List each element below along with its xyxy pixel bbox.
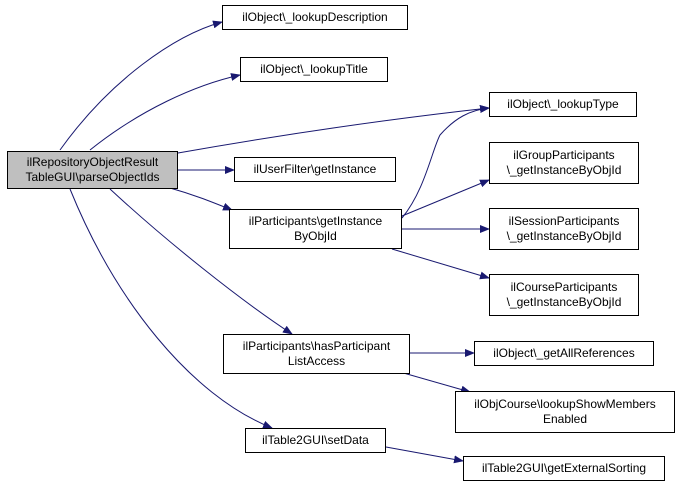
node-participantsGetInstance[interactable]: ilParticipants\getInstance ByObjId: [229, 209, 402, 249]
node-lookupShowMembers[interactable]: ilObjCourse\lookupShowMembers Enabled: [455, 391, 675, 433]
node-participantsGetInstance-label: ilParticipants\getInstance ByObjId: [248, 214, 383, 243]
edge-participantsGetInstance-lookupType: [401, 104, 490, 219]
node-lookupTitle[interactable]: ilObject\_lookupTitle: [240, 57, 388, 82]
node-groupParticipants[interactable]: ilGroupParticipants \_getInstanceByObjId: [489, 142, 639, 184]
node-setData[interactable]: ilTable2GUI\setData: [245, 428, 386, 453]
node-sessionParticipants[interactable]: ilSessionParticipants \_getInstanceByObj…: [489, 208, 639, 250]
edge-root-lookupTitle: [89, 73, 241, 151]
node-getAllReferences-label: ilObject\_getAllReferences: [493, 346, 635, 360]
node-lookupDescription[interactable]: ilObject\_lookupDescription: [222, 5, 408, 30]
edge-participantsGetInstance-courseParticipants: [391, 248, 490, 280]
node-getExternalSorting[interactable]: ilTable2GUI\getExternalSorting: [463, 456, 665, 481]
node-hasParticipantListAccess-label: ilParticipants\hasParticipant ListAccess: [242, 339, 391, 368]
node-courseParticipants[interactable]: ilCourseParticipants \_getInstanceByObjI…: [489, 274, 639, 316]
edge-participantsGetInstance-groupParticipants: [401, 179, 490, 217]
edge-setData-getExternalSorting: [385, 446, 464, 464]
node-getExternalSorting-label: ilTable2GUI\getExternalSorting: [481, 461, 647, 475]
edge-root-lookupDescription: [59, 20, 223, 151]
node-groupParticipants-label: ilGroupParticipants \_getInstanceByObjId: [506, 148, 622, 177]
node-lookupTitle-label: ilObject\_lookupTitle: [260, 62, 368, 76]
node-lookupShowMembers-label: ilObjCourse\lookupShowMembers Enabled: [474, 397, 656, 426]
node-lookupType-label: ilObject\_lookupType: [507, 97, 619, 111]
node-lookupType[interactable]: ilObject\_lookupType: [489, 92, 637, 117]
node-courseParticipants-label: ilCourseParticipants \_getInstanceByObjI…: [506, 280, 622, 309]
node-userFilter-label: ilUserFilter\getInstance: [253, 162, 377, 176]
edge-hasParticipantListAccess-lookupShowMembers: [399, 371, 471, 394]
edge-root-participantsGetInstance: [169, 187, 233, 211]
edge-root-hasParticipantListAccess: [109, 188, 293, 335]
edge-root-setData: [69, 188, 273, 429]
node-setData-label: ilTable2GUI\setData: [262, 433, 369, 447]
node-root-label: ilRepositoryObjectResult TableGUI\parseO…: [25, 155, 160, 184]
node-sessionParticipants-label: ilSessionParticipants \_getInstanceByObj…: [506, 214, 622, 243]
node-lookupDescription-label: ilObject\_lookupDescription: [242, 10, 388, 24]
node-userFilter[interactable]: ilUserFilter\getInstance: [234, 157, 396, 182]
node-hasParticipantListAccess[interactable]: ilParticipants\hasParticipant ListAccess: [223, 334, 410, 374]
node-root: ilRepositoryObjectResult TableGUI\parseO…: [7, 151, 178, 189]
node-getAllReferences[interactable]: ilObject\_getAllReferences: [474, 341, 654, 366]
edge-root-lookupType: [177, 105, 490, 154]
